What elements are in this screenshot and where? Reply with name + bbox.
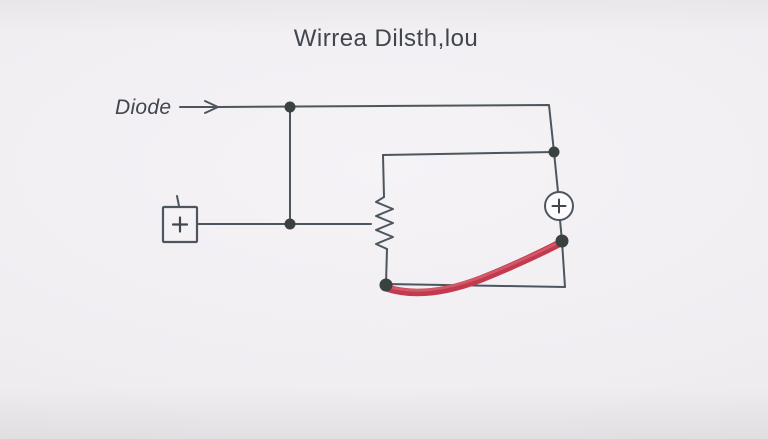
resistor-lead-top (382, 154, 385, 198)
battery-component (161, 205, 199, 244)
source-lead-top (553, 151, 559, 193)
red-highlight-wire (383, 239, 564, 297)
wire-right-lower (561, 240, 566, 288)
junction-dot (379, 278, 393, 292)
source-plus-icon (551, 198, 567, 214)
wire-middle (382, 151, 555, 156)
battery-terminal-tick (176, 195, 180, 207)
junction-dot (555, 234, 569, 248)
wire-top (217, 104, 555, 153)
diode-label: Diode (115, 96, 171, 119)
junction-dot (548, 146, 560, 158)
junction-dot (284, 101, 296, 113)
junction-dot (284, 218, 296, 230)
resistor-zigzag-icon (375, 196, 394, 250)
diagram-title: Wirrea Dilsth,lou (294, 25, 479, 52)
source-component (544, 191, 574, 221)
battery-plus-icon (171, 216, 189, 233)
wire-group (176, 100, 566, 288)
resistor-lead-bottom (385, 248, 388, 285)
wire-bottom (385, 283, 566, 288)
junction-dots (284, 101, 569, 292)
